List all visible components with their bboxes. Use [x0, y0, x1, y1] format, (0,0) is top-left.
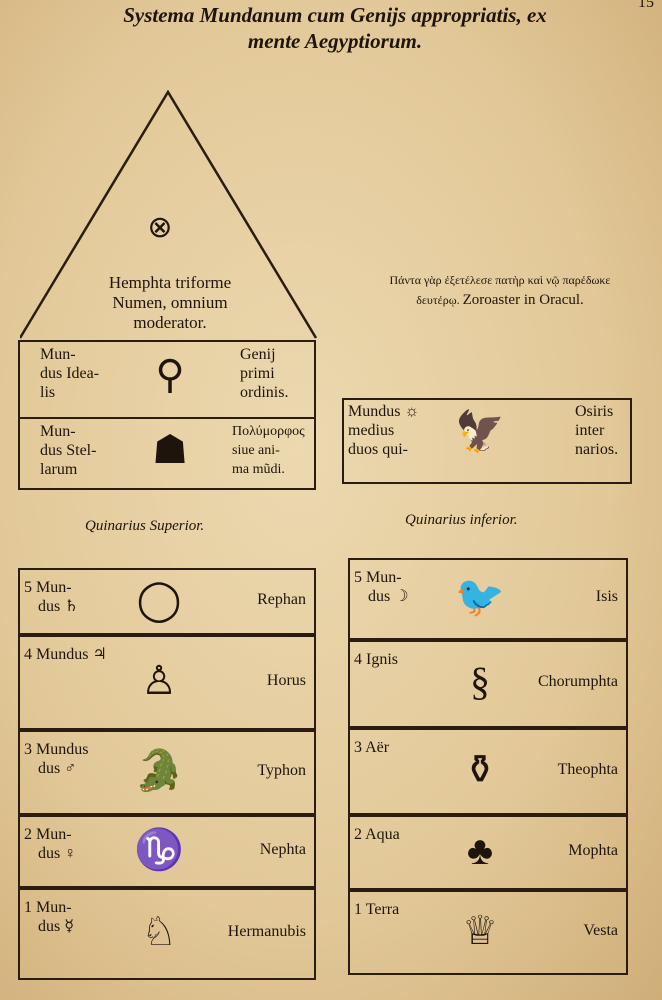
- pyramid: [20, 90, 318, 339]
- title-line-2: mente Aegyptiorum.: [247, 29, 423, 53]
- world-label: 4 Ignis: [354, 651, 398, 668]
- world-label: 5 Mun-dus ♄: [24, 579, 79, 615]
- scarab-icon: ☗: [152, 427, 188, 472]
- page-title: Systema Mundanum cum Genijs appropriatis…: [95, 2, 575, 54]
- page-number: 15: [638, 0, 654, 11]
- genius-label: Rephan: [257, 590, 306, 608]
- greek-quote: Πάντα γὰρ ἐξετέλεσε πατὴρ καὶ νῷ παρέδωκ…: [345, 270, 655, 310]
- upper-worlds-box: [18, 340, 316, 490]
- mundus-idealis-label: Mun-dus Idea-lis: [40, 346, 100, 401]
- world-row: 4 Ignis § Chorumphta: [348, 640, 628, 728]
- apex-label: Hemphta triforme Numen, omnium moderator…: [40, 273, 300, 333]
- world-label: 4 Mundus ♃: [24, 646, 107, 663]
- world-row: 1 Terra ♕ Vesta: [348, 890, 628, 975]
- plant-icon: ♣: [466, 827, 494, 873]
- bird-icon: 🐦: [455, 574, 505, 619]
- idealis-symbol-icon: ⚲: [155, 352, 185, 397]
- mundus-stellarum-label: Mun-dus Stel-larum: [40, 423, 97, 478]
- genius-label: Mophta: [568, 841, 618, 859]
- citation: Zoroaster in Oracul.: [462, 292, 584, 308]
- divider: [18, 417, 316, 419]
- world-row: 3 Aër ⚱ Theophta: [348, 728, 628, 815]
- figure-icon: ♙: [141, 657, 177, 703]
- genius-label: Nephta: [259, 840, 306, 858]
- jackal-figure-icon: ♘: [141, 909, 177, 954]
- hawk-icon: 🦅: [455, 409, 505, 454]
- world-label: 1 Terra: [354, 901, 400, 918]
- genius-label: Vesta: [583, 921, 618, 939]
- world-label: 5 Mun-dus ☽: [354, 569, 409, 605]
- world-row: 1 Mun-dus ☿ ♘ Hermanubis: [18, 888, 316, 980]
- quinarius-inferior-heading: Quinarius inferior.: [405, 512, 518, 528]
- title-line-1: Systema Mundanum cum Genijs appropriatis…: [123, 3, 547, 27]
- goat-icon: ♑: [134, 826, 184, 872]
- world-row: 4 Mundus ♃ ♙ Horus: [18, 635, 316, 730]
- genius-label: Typhon: [257, 761, 306, 779]
- world-row: 5 Mun-dus ♄ ◯ Rephan: [18, 568, 316, 635]
- ouroboros-icon: ◯: [136, 576, 182, 622]
- winged-scarab-icon: ⚱: [463, 746, 497, 792]
- quinarius-superior-heading: Quinarius Superior.: [85, 518, 205, 534]
- world-row: 2 Mun-dus ♀ ♑ Nephta: [18, 815, 316, 888]
- greek-line: Πάντα γὰρ ἐξετέλεσε πατὴρ καὶ νῷ παρέδωκ…: [389, 273, 611, 287]
- world-row: 2 Aqua ♣ Mophta: [348, 815, 628, 890]
- world-row: 5 Mun-dus ☽ 🐦 Isis: [348, 558, 628, 640]
- winged-globe-icon: ⊗: [147, 211, 173, 244]
- serpent-icon: §: [470, 659, 490, 704]
- world-label: 3 Aër: [354, 739, 390, 756]
- world-label: 1 Mun-dus ☿: [24, 899, 75, 935]
- genius-label: Hermanubis: [227, 923, 306, 940]
- genius-label: Horus: [266, 671, 306, 689]
- world-label: 2 Mun-dus ♀: [24, 826, 77, 862]
- apex-line: Numen, omnium: [112, 293, 228, 312]
- crocodile-icon: 🐊: [134, 747, 184, 793]
- genius-label: Chorumphta: [538, 673, 618, 690]
- world-label: 2 Aqua: [354, 826, 400, 843]
- mundus-medius-box: [342, 398, 632, 484]
- greek-line: δευτέρῳ.: [416, 293, 460, 307]
- genius-label: Theophta: [557, 760, 618, 778]
- genius-label: Isis: [595, 588, 618, 605]
- seated-figure-icon: ♕: [462, 907, 498, 953]
- apex-line: moderator.: [133, 313, 207, 332]
- apex-line: Hemphta triforme: [108, 273, 232, 292]
